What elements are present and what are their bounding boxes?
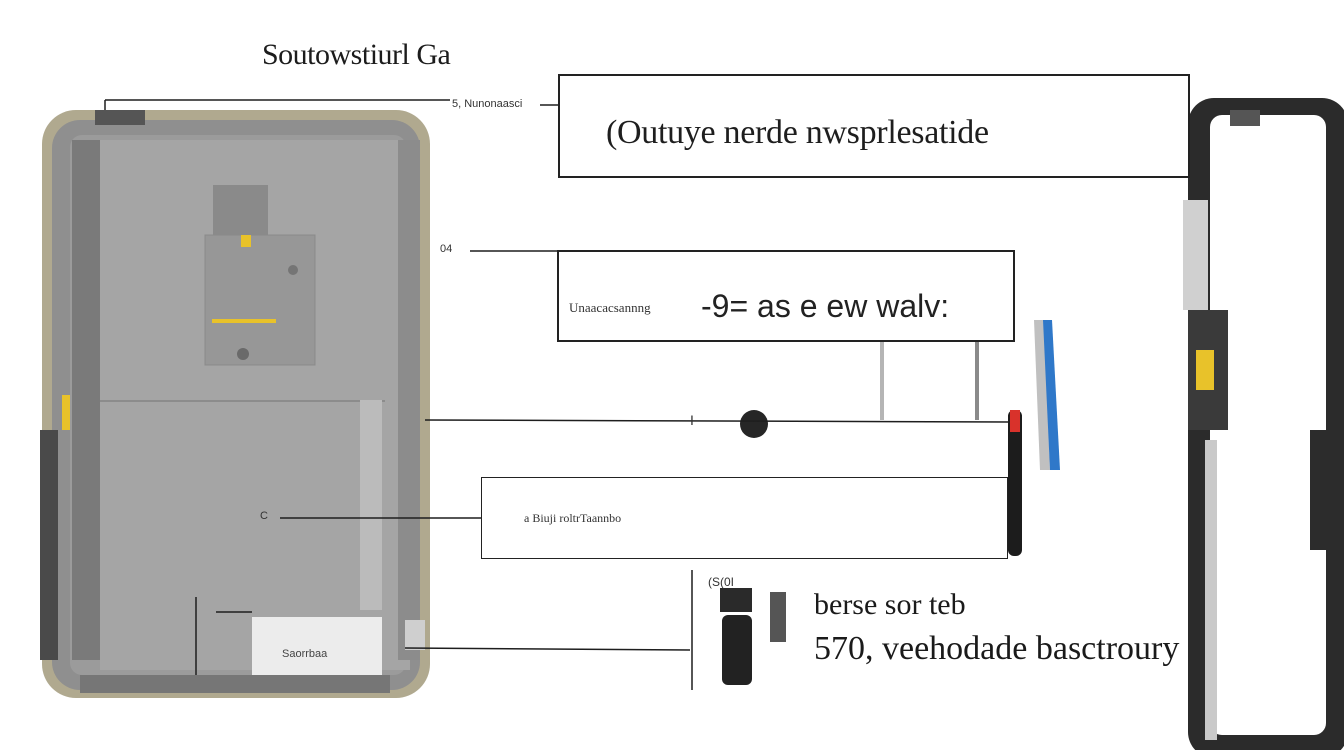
- diagram-title: Soutowstiurl Ga: [262, 38, 451, 71]
- label-left: C: [260, 510, 268, 522]
- callout-box-2-big: -9= as e ew walv:: [701, 288, 950, 324]
- callout-box-3-prefix: a: [524, 511, 530, 525]
- callout-box-3-label: a Biuji roltrTaannbo: [524, 511, 621, 526]
- phone-illustration: [40, 110, 430, 698]
- caption: berse sor teb 570, veehodade basctroury: [814, 588, 1179, 668]
- tools-illustration: [720, 320, 1060, 685]
- callout-box-1: (Outuye nerde nwsprlesatide: [558, 74, 1190, 178]
- bottom-code: (S(0I: [708, 575, 735, 589]
- gray-label-text: Saorrbaa: [282, 648, 328, 660]
- gray-label: Saorrbaa: [252, 617, 382, 675]
- label-top: 5, Nunonaasci: [452, 98, 523, 110]
- caption-line-2: 570, veehodade basctroury: [814, 630, 1180, 667]
- frame-illustration: [1183, 98, 1344, 750]
- callout-box-3-text: Biuji roltrTaannbo: [532, 511, 622, 525]
- callout-box-3: a Biuji roltrTaannbo: [481, 477, 1008, 559]
- callout-box-2-small: Unaacacsannng: [569, 300, 651, 315]
- callout-box-1-text: (Outuye nerde nwsprlesatide: [606, 114, 989, 151]
- connector-label: I: [690, 412, 694, 428]
- callout-box-2: Unaacacsannng -9= as e ew walv:: [557, 250, 1015, 342]
- caption-line-1: berse sor teb: [814, 588, 966, 621]
- label-mid: 04: [440, 243, 453, 255]
